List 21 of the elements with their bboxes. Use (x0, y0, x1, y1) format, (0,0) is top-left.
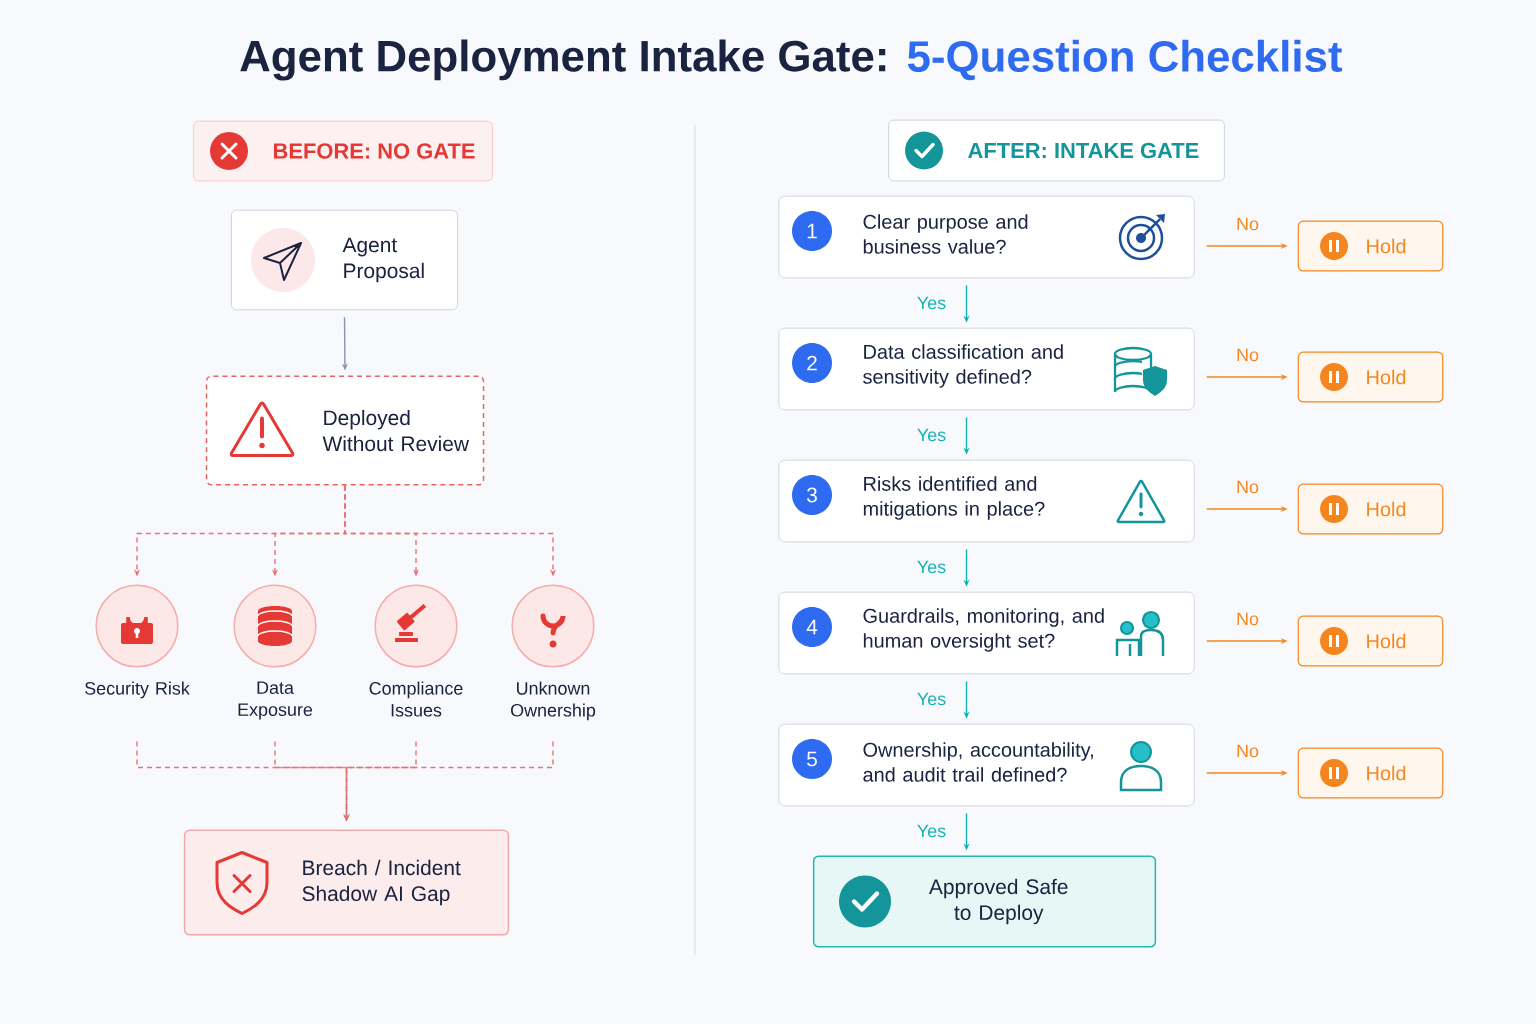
hold-box: Hold (1297, 615, 1444, 667)
risk-label: Data Exposure (238, 681, 313, 720)
number-badge: 3 (792, 475, 832, 515)
section-header: BEFORE: NO GATE (193, 120, 493, 182)
risk-label: Security Risk (85, 681, 190, 699)
title: Agent Deployment Intake Gate: (240, 39, 886, 81)
warning-box: Deployed Without Review (205, 375, 485, 486)
number-badge: 1 (792, 211, 832, 251)
title-highlight: 5-Question Checklist (907, 39, 1342, 81)
number-badge: 5 (792, 739, 832, 779)
section-header: AFTER: INTAKE GATE (888, 119, 1225, 182)
hold-box: Hold (1297, 483, 1444, 535)
number-badge: 4 (792, 607, 832, 647)
outcome-box: Breach / Incident Shadow AI Gap (183, 829, 510, 936)
approval-box: Approved Safe to Deploy (812, 855, 1157, 948)
hold-box: Hold (1297, 351, 1444, 403)
hold-box: Hold (1297, 747, 1444, 799)
risk-label: Compliance Issues (369, 681, 463, 717)
risk-label: Unknown Ownership (511, 681, 596, 721)
number-badge: 2 (792, 343, 832, 383)
hold-box: Hold (1297, 220, 1444, 272)
